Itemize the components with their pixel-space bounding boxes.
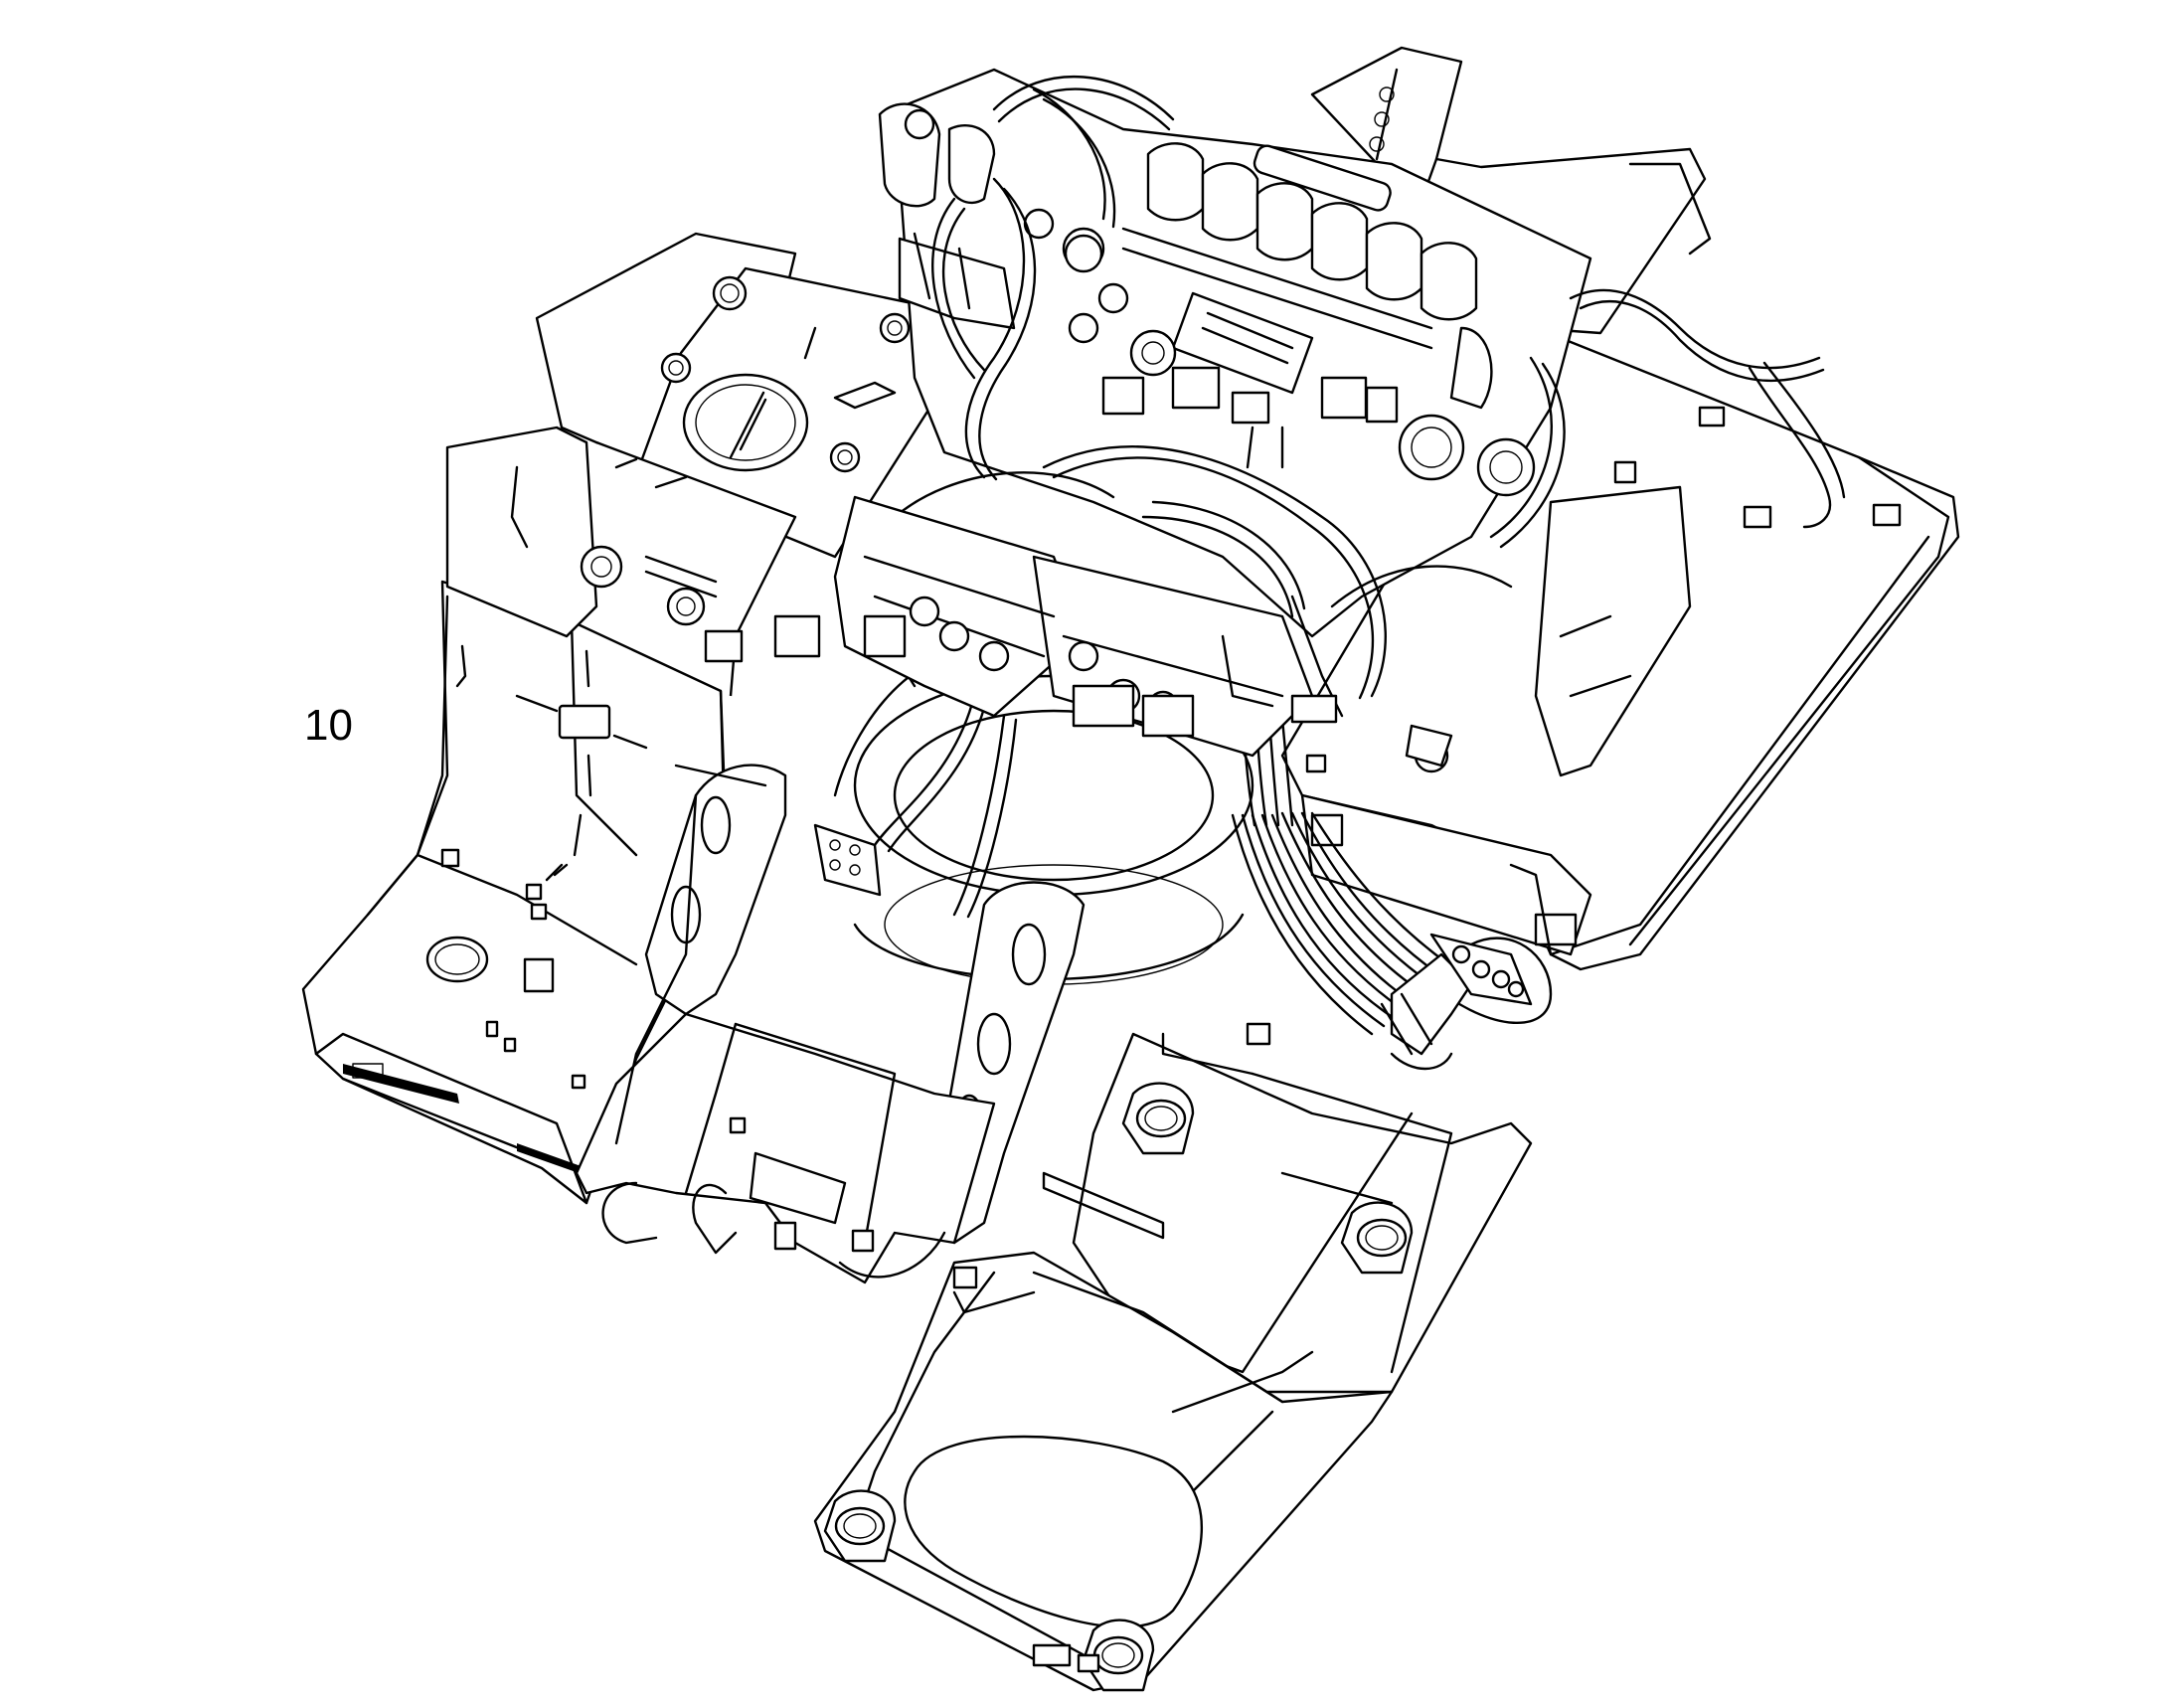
solenoid-bank [813,823,882,897]
lower-frame [1042,1032,1533,1394]
valve-connectors [1380,933,1533,1056]
upper-frame-boom-foot [575,764,1086,1284]
hydraulic-tank [445,232,976,697]
rear-lower-frame [813,1251,1394,1692]
counterweight-tank [301,580,730,1205]
cylinder-heads [1146,142,1478,321]
engine-block [893,68,1592,638]
part-callout-10: 10 [304,701,353,750]
hydraulic-hoses [833,75,1846,1071]
hydraulic-pump-group [878,102,1103,344]
cab-mount-plate [1246,460,1637,1046]
main-control-valve [773,495,1449,773]
